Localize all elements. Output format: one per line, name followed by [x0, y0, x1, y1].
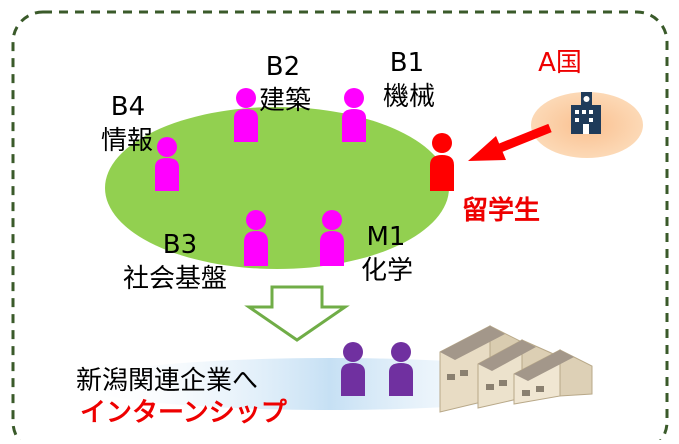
red-arrow-shaft	[493, 123, 552, 155]
destination-text: 新潟関連企業へ	[76, 366, 259, 396]
student-figure-b1	[342, 88, 366, 142]
down-arrow-icon	[244, 285, 350, 342]
group-dept-m1: 化学	[360, 256, 413, 286]
group-dept-b1: 機械	[382, 82, 435, 112]
intern-figure-2	[389, 342, 413, 396]
foreign-student-label: 留学生	[461, 196, 540, 226]
dashed-frame	[11, 10, 669, 444]
internship-text: インターンシップ	[80, 398, 287, 428]
school-icon	[571, 92, 601, 134]
student-figure-b3	[244, 210, 268, 266]
group-dept-b4: 情報	[100, 126, 153, 156]
red-arrow-head-icon	[468, 136, 506, 161]
group-ellipse	[105, 107, 449, 269]
group-code-m1: M1	[366, 222, 406, 252]
student-figure-m1	[320, 210, 344, 266]
country-label: A国	[538, 48, 582, 78]
group-dept-b3: 社会基盤	[122, 264, 227, 294]
group-code-b2: B2	[265, 52, 301, 82]
group-code-b1: B1	[389, 48, 425, 78]
foreign-student-figure	[430, 133, 454, 191]
group-code-b3: B3	[162, 230, 198, 260]
intern-figure-1	[341, 342, 365, 396]
student-figure-b4	[155, 137, 179, 191]
group-code-b4: B4	[110, 92, 146, 122]
group-dept-b2: 建築	[258, 86, 311, 116]
factory-icon	[439, 325, 593, 413]
student-figure-b2	[234, 88, 258, 142]
